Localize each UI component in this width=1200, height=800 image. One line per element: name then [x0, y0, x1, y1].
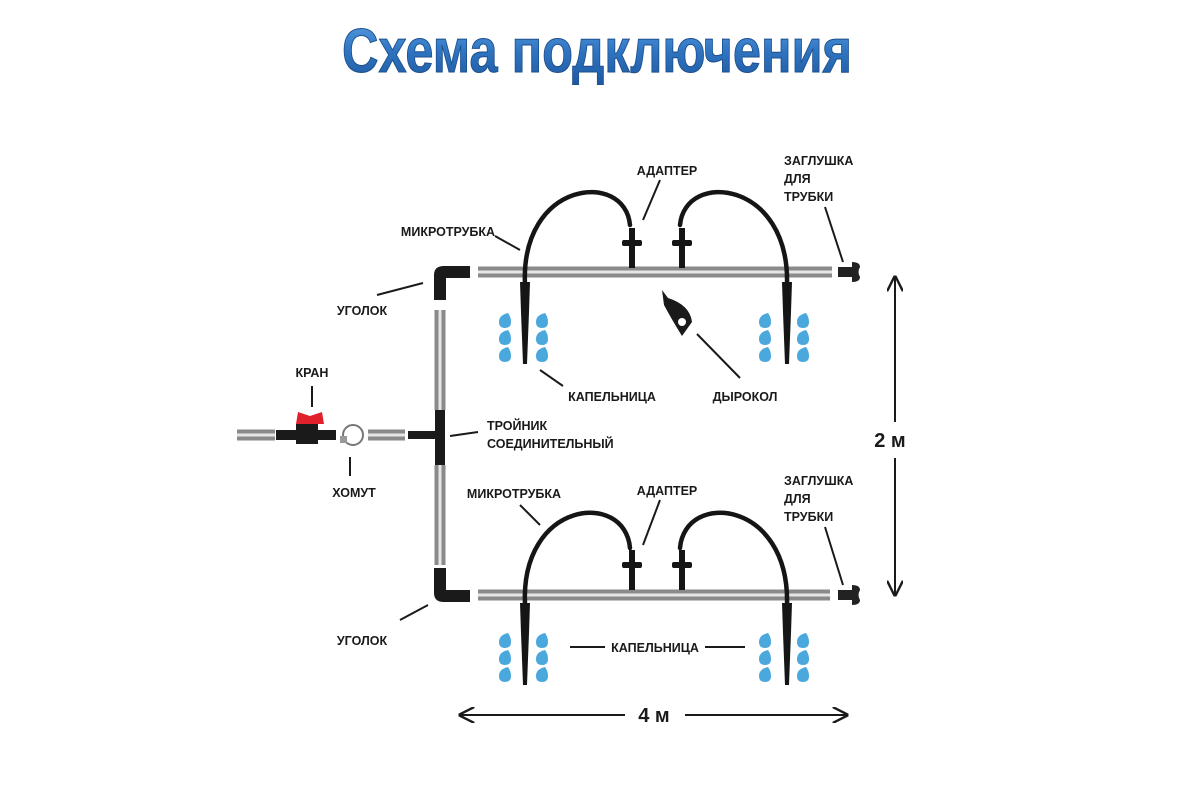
label-dripper-top: КАПЕЛЬНИЦА: [568, 390, 656, 404]
dripper-icon: [782, 603, 792, 685]
label-dripper-bottom: КАПЕЛЬНИЦА: [611, 641, 699, 655]
water-drops-icon: [797, 313, 809, 362]
label-hole-punch: ДЫРОКОЛ: [713, 390, 778, 404]
label-cap-top-3: ТРУБКИ: [784, 190, 833, 204]
adapter-icon: [672, 550, 692, 590]
clamp: [340, 424, 364, 446]
dripper-icon: [782, 282, 792, 364]
label-cap-top-1: ЗАГЛУШКА: [784, 154, 853, 168]
label-adapter-bottom: АДАПТЕР: [637, 484, 698, 498]
label-microtube-top: МИКРОТРУБКА: [401, 225, 495, 239]
width-dimension: 4 м: [638, 705, 669, 727]
tee-connector: [408, 410, 445, 465]
height-dimension: 2 м: [874, 430, 905, 452]
label-microtube-bottom: МИКРОТРУБКА: [467, 487, 561, 501]
label-tee-1: ТРОЙНИК: [487, 418, 548, 433]
water-drops-icon: [759, 313, 771, 362]
label-cap-bottom-3: ТРУБКИ: [784, 510, 833, 524]
page-title: Схема подключения: [342, 17, 852, 86]
water-drops-icon: [499, 313, 511, 362]
elbow-top: [434, 266, 470, 300]
label-elbow-bottom: УГОЛОК: [337, 634, 388, 648]
label-cap-top-2: ДЛЯ: [784, 172, 811, 186]
label-tee-2: СОЕДИНИТЕЛЬНЫЙ: [487, 436, 614, 451]
label-adapter-top: АДАПТЕР: [637, 164, 698, 178]
label-cap-bottom-1: ЗАГЛУШКА: [784, 474, 853, 488]
end-cap-icon: [838, 585, 860, 605]
elbow-bottom: [434, 568, 470, 602]
label-elbow-top: УГОЛОК: [337, 304, 388, 318]
water-drops-icon: [536, 633, 548, 682]
adapter-icon: [622, 228, 642, 268]
label-cap-bottom-2: ДЛЯ: [784, 492, 811, 506]
leader-lines: [311, 179, 844, 648]
water-drops-icon: [759, 633, 771, 682]
water-drops-icon: [797, 633, 809, 682]
valve: [276, 412, 336, 444]
water-drops-icon: [499, 633, 511, 682]
end-cap-icon: [838, 262, 860, 282]
label-clamp: ХОМУТ: [332, 486, 376, 500]
water-drops-icon: [536, 313, 548, 362]
adapter-icon: [672, 228, 692, 268]
hole-punch-icon: [662, 290, 692, 336]
dripper-icon: [520, 603, 530, 685]
label-valve: КРАН: [296, 366, 329, 380]
main-pipes: [237, 266, 832, 601]
dripper-icon: [520, 282, 530, 364]
microtubes: [522, 189, 790, 608]
adapter-icon: [622, 550, 642, 590]
